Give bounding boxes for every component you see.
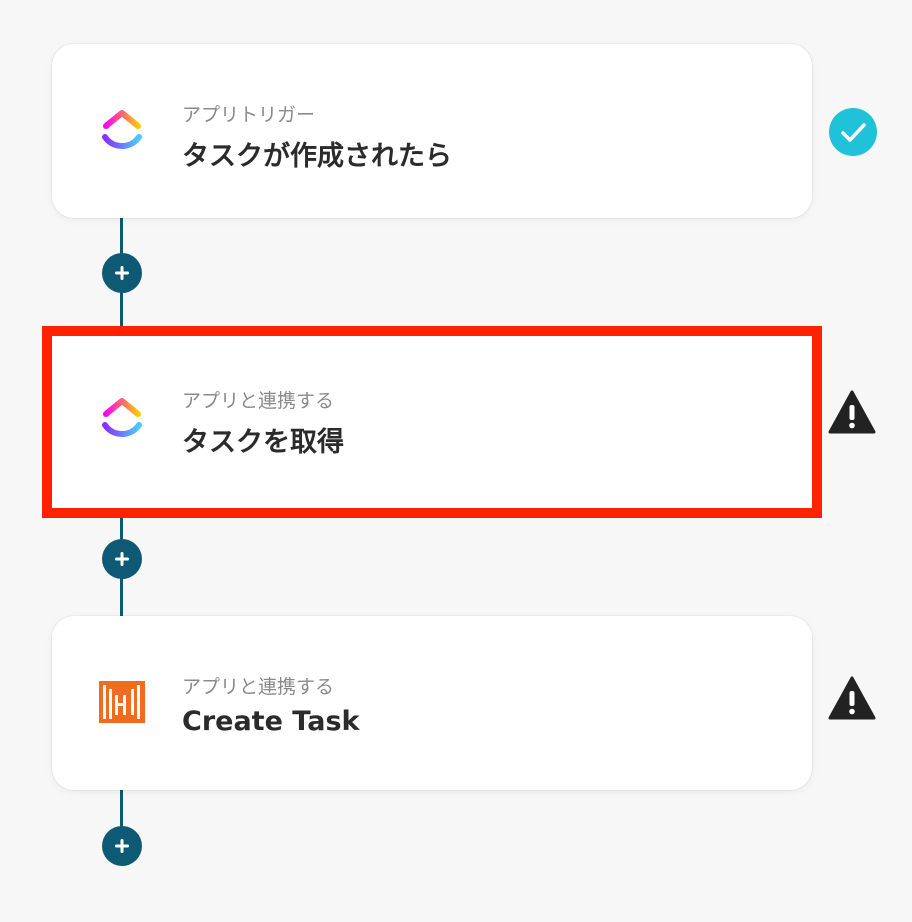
plus-icon [115, 552, 129, 566]
step-title: タスクが作成されたら [182, 141, 452, 172]
step-title: タスクを取得 [182, 427, 344, 458]
warning-triangle-icon [828, 676, 876, 720]
step-title: Create Task [182, 706, 360, 737]
flow-connector [120, 780, 123, 840]
step-card-get-task[interactable]: アプリと連携する タスクを取得 [42, 326, 822, 518]
step-type-label: アプリと連携する [182, 390, 335, 412]
step-type-label: アプリトリガー [182, 104, 316, 126]
orange-app-logo-icon [99, 681, 145, 723]
check-circle-icon [829, 108, 877, 156]
add-step-button[interactable] [102, 253, 142, 293]
plus-icon [115, 266, 129, 280]
add-step-button[interactable] [102, 539, 142, 579]
warning-triangle-icon [828, 390, 876, 434]
add-step-button[interactable] [102, 826, 142, 866]
clickup-logo-icon [102, 110, 142, 149]
clickup-logo-icon [102, 398, 142, 437]
step-type-label: アプリと連携する [182, 676, 335, 698]
plus-icon [115, 839, 129, 853]
step-card-create-task[interactable]: アプリと連携する Create Task [52, 616, 812, 790]
step-card-trigger[interactable]: アプリトリガー タスクが作成されたら [52, 44, 812, 218]
